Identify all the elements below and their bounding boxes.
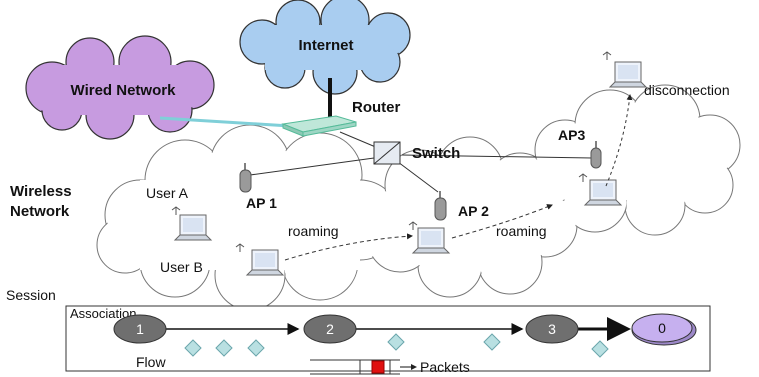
session-node-0-label: 0: [658, 320, 666, 336]
flow-diamond: [247, 339, 265, 357]
session-title: Session: [6, 287, 56, 303]
laptop-roaming-ap2-icon: [408, 221, 451, 254]
roaming-arrow-2: [451, 204, 553, 239]
session-node-1: 1: [113, 314, 167, 344]
flow-diamond: [483, 333, 501, 351]
wireless-label-line2: Network: [10, 203, 70, 220]
ap2-icon: [434, 191, 447, 221]
session-node-3: 3: [525, 314, 579, 344]
user-b-label: User B: [160, 259, 203, 275]
router-wired-link: [159, 116, 291, 128]
router-icon: [281, 115, 357, 137]
flow-label: Flow: [136, 354, 166, 370]
wired-network-label: Wired Network: [71, 82, 177, 99]
laptop-ap3-icon: [578, 173, 623, 206]
internet-label: Internet: [298, 37, 353, 54]
switch-icon: [373, 141, 401, 165]
switch-ap2-link: [397, 161, 439, 193]
ap2-label: AP 2: [458, 203, 489, 219]
flow-diamonds: [184, 333, 609, 358]
switch-ap3-link: [401, 154, 593, 159]
flow-diamond: [215, 339, 233, 357]
ap3-icon: [590, 141, 602, 169]
laptop-disconnected-icon: [602, 51, 648, 88]
flow-diamond: [387, 333, 405, 351]
ap1-label: AP 1: [246, 195, 277, 211]
wireless-label-line1: Wireless: [10, 183, 72, 200]
session-node-3-label: 3: [548, 321, 556, 337]
switch-ap1-link: [249, 157, 375, 176]
disconnection-arrow: [605, 94, 633, 187]
roaming-label-1: roaming: [288, 223, 339, 239]
router-label: Router: [352, 99, 400, 116]
session-node-1-label: 1: [136, 321, 144, 337]
flow-diamond: [591, 340, 609, 358]
session-node-2: 2: [303, 314, 357, 344]
user-a-label: User A: [146, 185, 189, 201]
flow-diamond: [184, 339, 202, 357]
ap3-label: AP3: [558, 127, 585, 143]
switch-label: Switch: [412, 145, 460, 162]
ap1-icon: [239, 163, 252, 193]
roaming-label-2: roaming: [496, 223, 547, 239]
association-label: Association: [70, 306, 136, 321]
session-node-2-label: 2: [326, 321, 334, 337]
packets-label: Packets: [420, 359, 470, 375]
packet-queue-icon: [310, 359, 417, 375]
laptop-user-a-icon: [171, 206, 213, 241]
disconnection-label: disconnection: [644, 82, 730, 98]
roaming-arrow-1: [284, 233, 413, 261]
laptop-user-b-icon: [235, 243, 285, 276]
router-switch-link: [339, 131, 379, 149]
session-node-0: 0: [631, 313, 697, 346]
